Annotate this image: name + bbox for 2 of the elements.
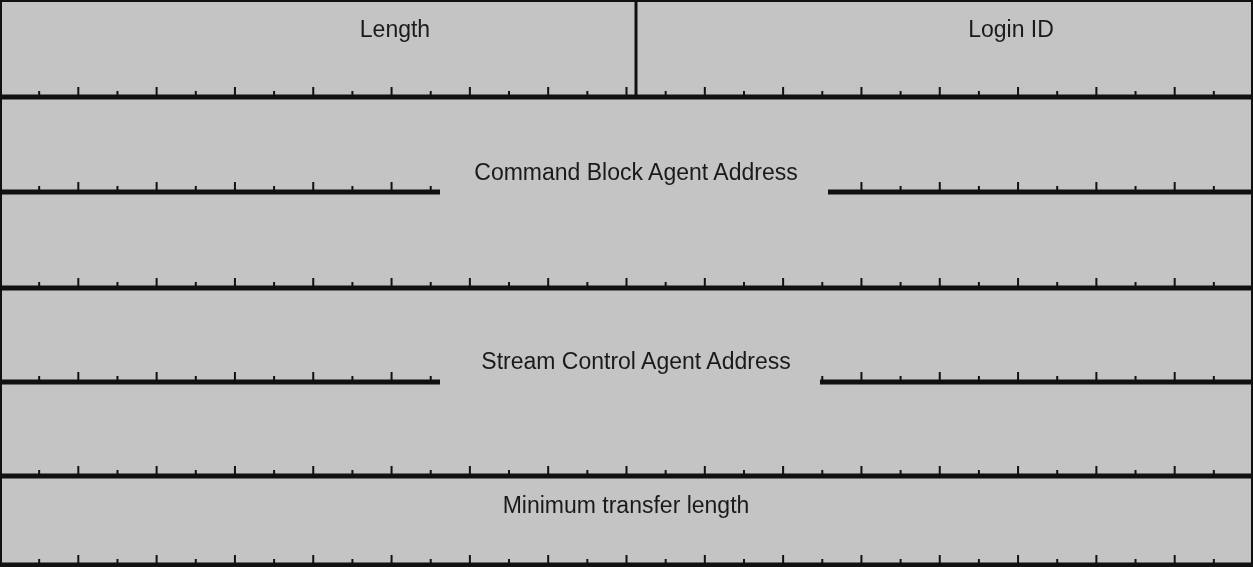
field-box [0, 288, 1253, 476]
field-box [0, 97, 1253, 288]
